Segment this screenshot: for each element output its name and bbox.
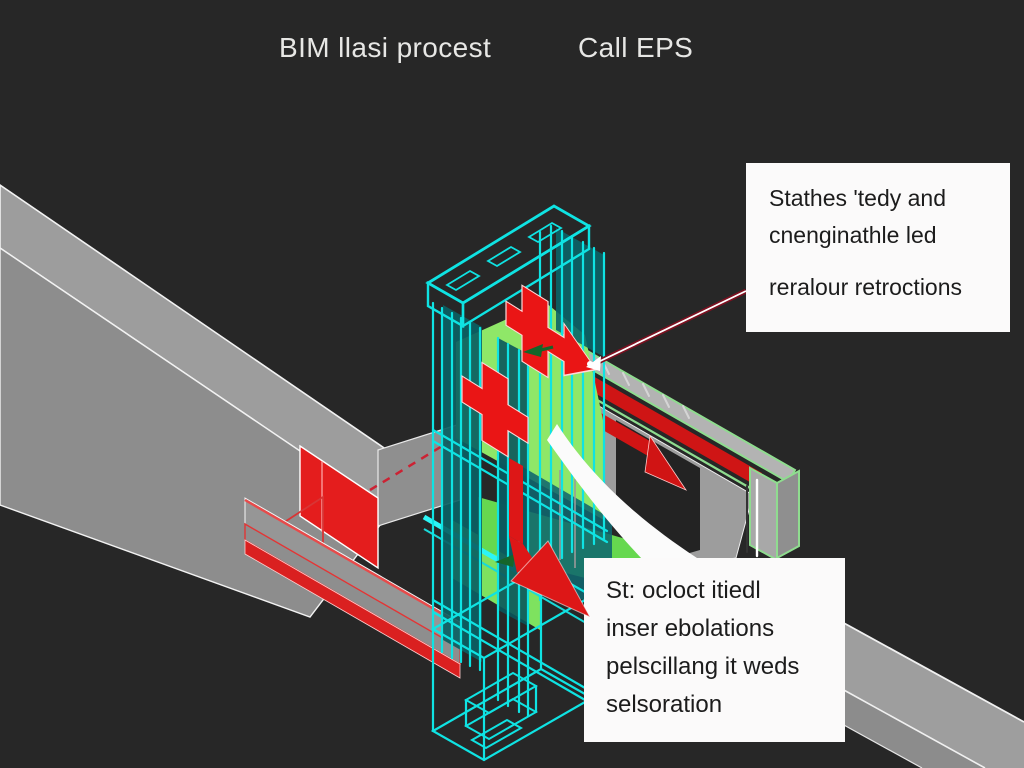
steel-beam-left xyxy=(0,184,461,618)
frame-right-post xyxy=(749,466,778,562)
mullion-profile-highlight-1 xyxy=(461,361,529,458)
callout-leader-line xyxy=(586,288,748,371)
rail-hatch-ticks xyxy=(602,361,690,419)
callout-top-right: Stathes 'tedy and cnenginathle led reral… xyxy=(746,163,1010,332)
red-outlined-beam xyxy=(244,497,461,679)
mullion-profile-highlight-2 xyxy=(505,284,597,379)
leader-arrowhead xyxy=(586,356,601,371)
callout-line: inser ebolations xyxy=(606,615,775,642)
callout-line: St: ocloct itiedl xyxy=(606,577,761,604)
small-green-arrow-upper xyxy=(523,344,554,357)
steel-beam-right xyxy=(841,621,1024,768)
white-wedge-arrow xyxy=(547,424,697,560)
dashed-red-leader xyxy=(369,438,453,492)
diagram-title-left: BIM llasi procest xyxy=(279,32,492,63)
callout-line: pelscillang it weds xyxy=(606,653,800,680)
diagram-title-right: Call EPS xyxy=(578,32,694,63)
red-rail-stripe xyxy=(565,364,762,485)
callout-line: selsoration xyxy=(606,691,723,718)
callout-line: Stathes 'tedy and xyxy=(769,185,947,211)
callout-bottom-center: St: ocloct itiedl inser ebolations pelsc… xyxy=(584,558,845,742)
callout-line: cnenginathle led xyxy=(769,222,937,248)
small-green-arrow-lower xyxy=(495,554,515,567)
callout-line: reralour retroctions xyxy=(769,274,963,300)
